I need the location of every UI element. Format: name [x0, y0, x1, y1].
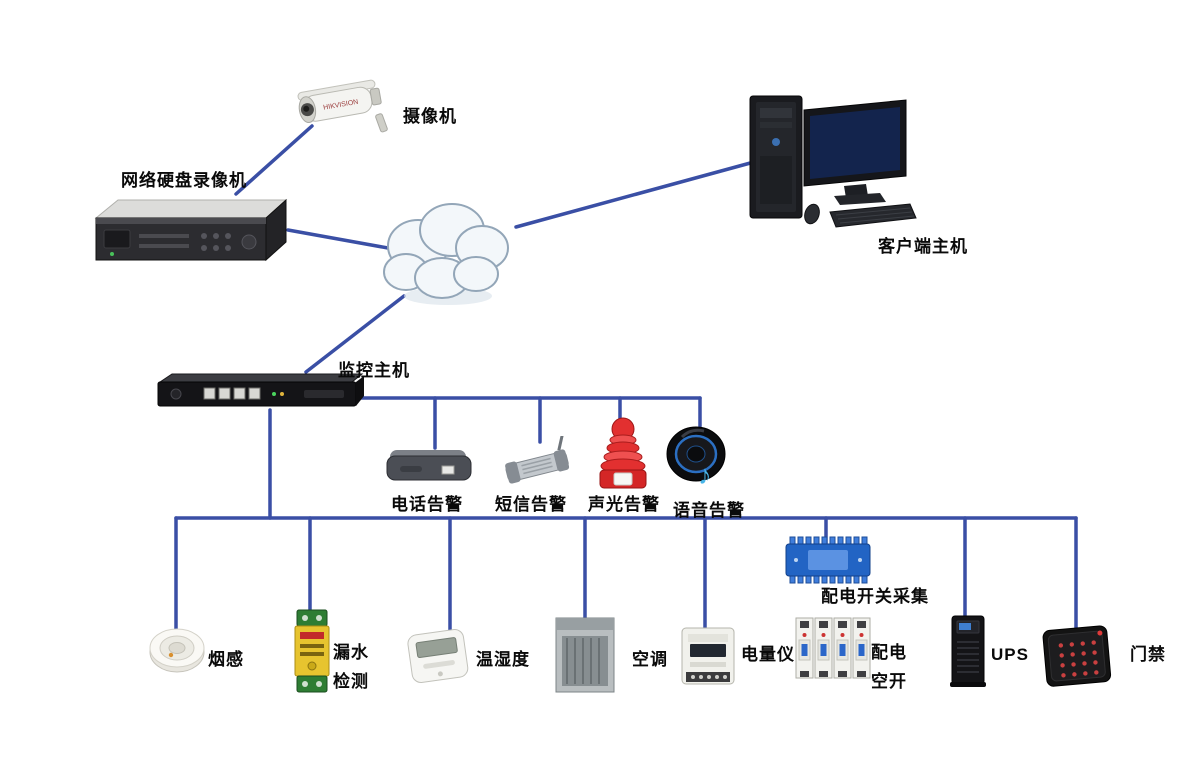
speaker-icon: ♪ — [666, 426, 726, 490]
voice-alarm-label: 语音告警 — [673, 501, 745, 520]
rack-server-icon — [157, 373, 364, 407]
camera-label: 摄像机 — [403, 107, 457, 126]
temp-humidity-label: 温湿度 — [476, 650, 530, 669]
water-leak-label: 漏水 检测 — [333, 638, 369, 696]
switch-collector-icon — [785, 536, 871, 584]
phone-alarm-device — [382, 442, 476, 495]
smoke-sensor-device — [148, 624, 206, 679]
power-meter-icon — [681, 627, 735, 685]
nvr-device — [84, 190, 290, 275]
air-conditioner-label: 空调 — [632, 650, 668, 669]
circuit-breaker-icon — [795, 617, 871, 679]
monitor-host-device — [154, 366, 366, 419]
power-meter-label: 电量仪 — [741, 645, 795, 664]
ups-label: UPS — [991, 645, 1029, 664]
smoke-detector-icon — [149, 628, 205, 673]
siren-icon — [599, 417, 647, 489]
voice-alarm-device: ♪ — [664, 420, 730, 499]
water-leak-module-icon — [294, 609, 330, 693]
nvr-label: 网络硬盘录像机 — [121, 171, 247, 190]
phone-alarm-label: 电话告警 — [391, 495, 463, 514]
sms-alarm-device — [500, 434, 574, 495]
access-keypad-icon — [1042, 625, 1112, 687]
ups-device — [944, 612, 992, 695]
temp-humidity-sensor-icon — [407, 629, 469, 684]
power-meter-device — [674, 624, 742, 695]
camera-icon: HIKVISION — [297, 79, 388, 133]
water-leak-label-line2: 检测 — [333, 672, 369, 691]
cloud-icon — [383, 203, 509, 305]
music-note-icon: ♪ — [698, 460, 712, 490]
phone-alarm-icon — [386, 450, 472, 481]
camera-device: HIKVISION — [290, 74, 400, 147]
switch-collector-device — [780, 534, 876, 591]
sound-light-alarm-label: 声光告警 — [588, 495, 660, 514]
sms-modem-icon — [505, 434, 570, 484]
breaker-label-line2: 空开 — [871, 672, 907, 691]
sms-alarm-label: 短信告警 — [495, 495, 567, 514]
monitor-host-label: 监控主机 — [338, 361, 410, 380]
water-leak-label-line1: 漏水 — [333, 643, 369, 662]
breaker-device — [790, 614, 874, 689]
door-access-label: 门禁 — [1130, 645, 1166, 664]
client-host-device — [746, 90, 918, 245]
water-leak-device — [292, 608, 332, 701]
client-host-label: 客户端主机 — [878, 237, 968, 256]
sound-light-alarm-device — [592, 414, 654, 499]
breaker-label: 配电 空开 — [871, 638, 907, 696]
breaker-label-line1: 配电 — [871, 643, 907, 662]
air-conditioner-device — [550, 614, 620, 701]
ac-cabinet-icon — [555, 617, 615, 693]
smoke-sensor-label: 烟感 — [208, 650, 244, 669]
door-access-device — [1039, 622, 1117, 699]
switch-collector-label: 配电开关采集 — [821, 587, 929, 606]
nvr-icon — [94, 198, 288, 262]
temp-humidity-device — [398, 624, 478, 695]
desktop-computer-icon — [749, 95, 917, 228]
network-cloud — [370, 190, 525, 315]
ups-tower-icon — [950, 615, 986, 687]
